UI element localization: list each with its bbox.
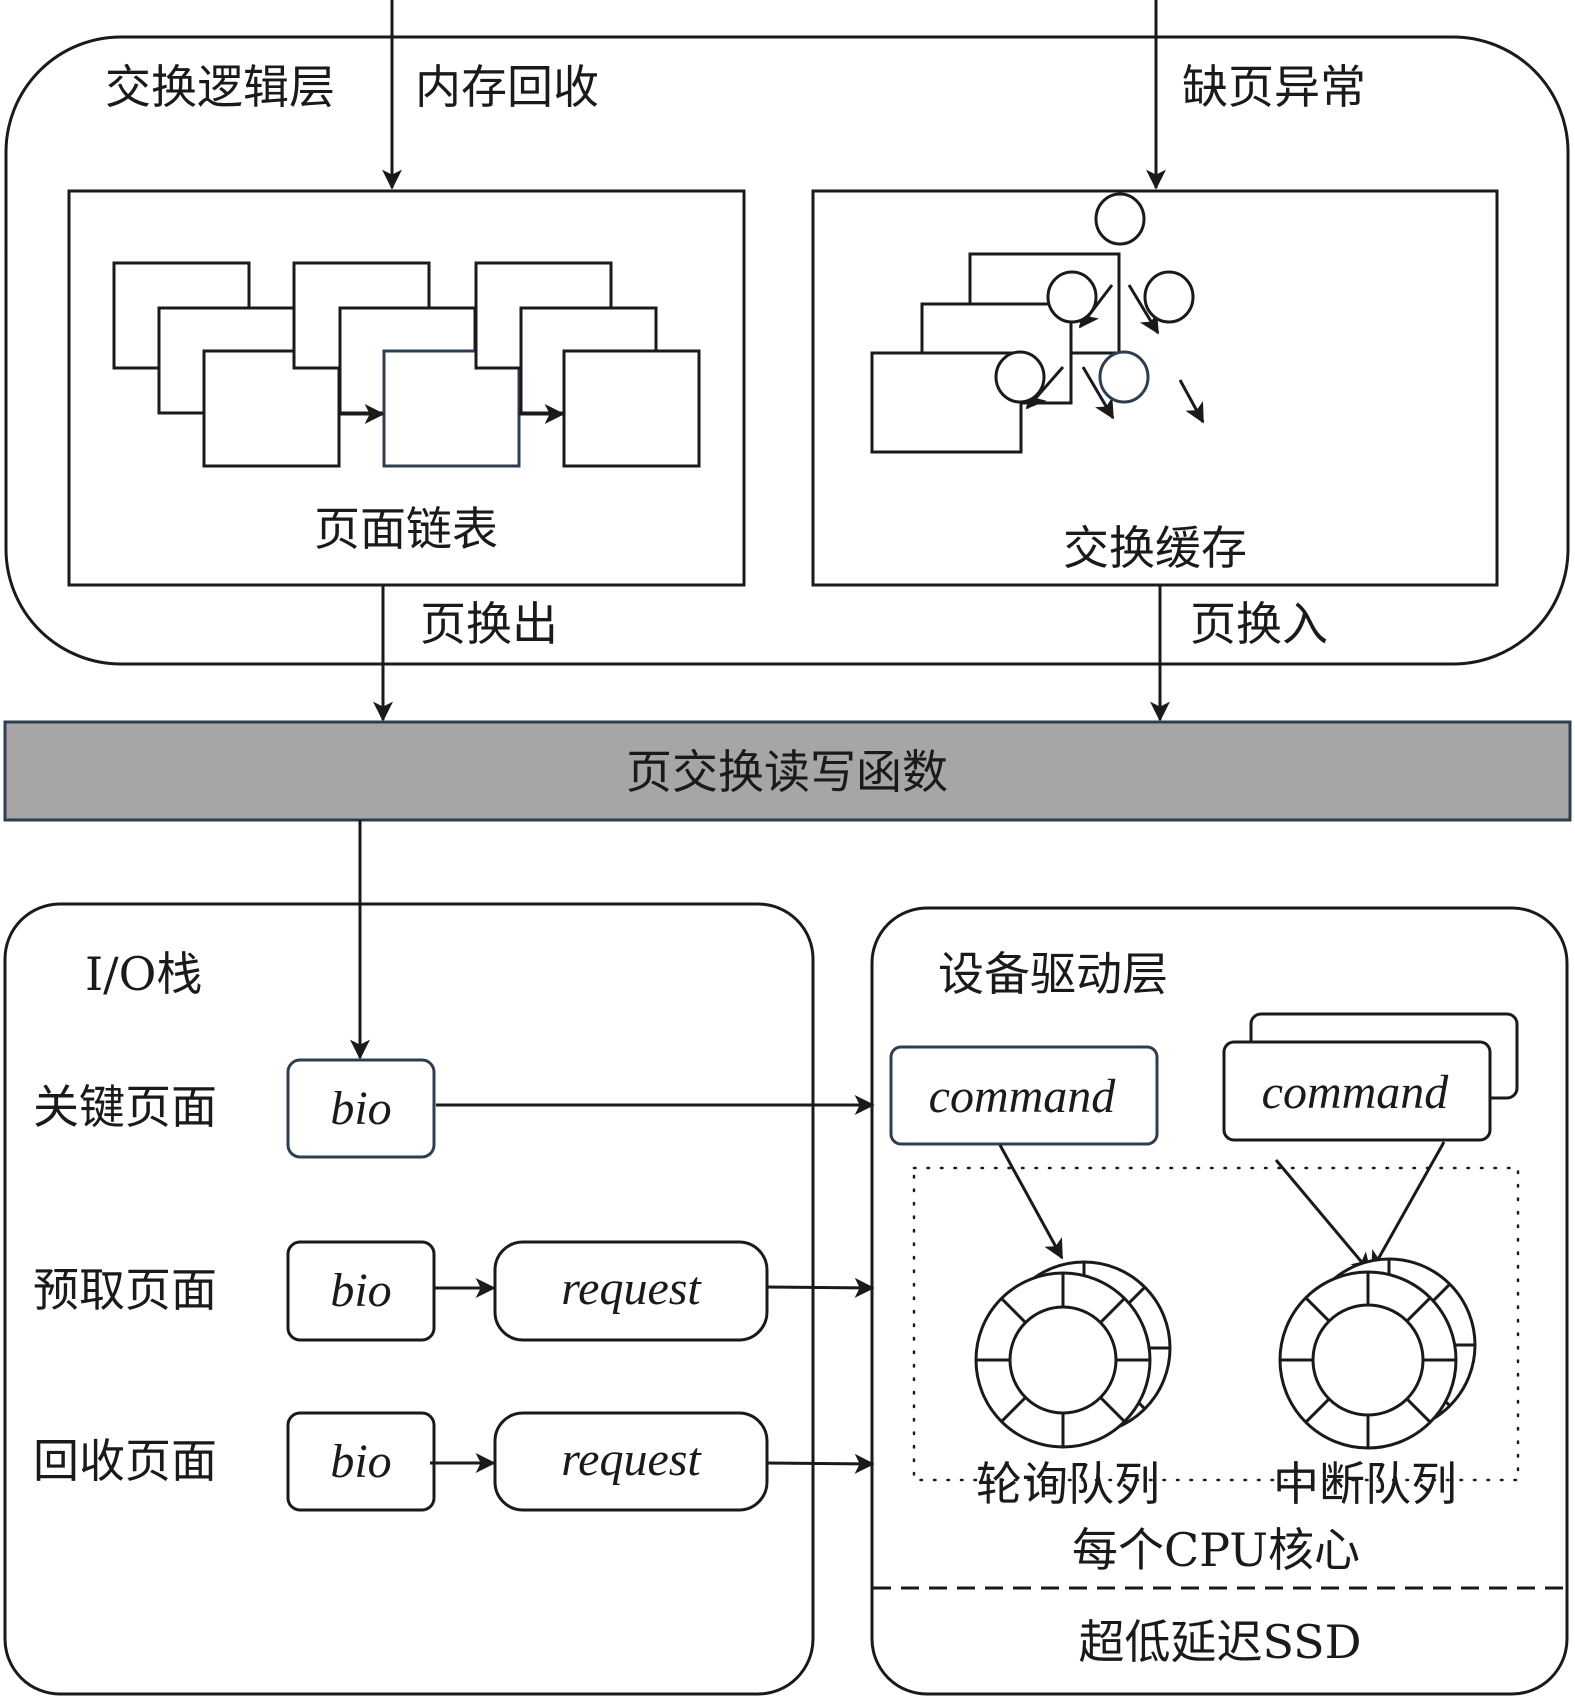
ring-slot-divider [1304, 1397, 1331, 1424]
page-in-label: 页换入 [1190, 597, 1328, 651]
page-list-label: 页面链表 [314, 502, 498, 556]
page-out-label: 页换出 [420, 597, 558, 651]
ring-slot-divider [1000, 1396, 1027, 1423]
bio-label: bio [330, 1264, 391, 1317]
bio-label: bio [330, 1435, 391, 1488]
io-row-critical: 关键页面 bio [33, 1058, 875, 1159]
command-box-interrupt [1222, 1040, 1492, 1142]
per-cpu-core-label-bg [1060, 1527, 1372, 1583]
command-label: command [1262, 1066, 1450, 1119]
ring-slot-divider [1000, 1297, 1027, 1324]
prefetch-pages-label: 预取页面 [33, 1263, 217, 1317]
command-box-polling [889, 1045, 1159, 1146]
per-cpu-core-label: 每个CPU核心 [1072, 1523, 1360, 1577]
tree-node [1143, 270, 1195, 324]
io-row-prefetch: 预取页面 bio request [33, 1240, 875, 1342]
critical-pages-label: 关键页面 [33, 1080, 217, 1134]
io-stack: I/O栈 关键页面 bio 预取页面 bio request 回收页面 bio … [3, 902, 875, 1696]
swap-rw-functions-bar: 页交换读写函数 [3, 720, 1572, 822]
device-driver-layer: 设备驱动层 command command 轮询队列 中断队列 每个CPU核心 … [870, 906, 1569, 1696]
prefetch-to-driver-arrow [766, 1277, 875, 1298]
page-list-box: 页面链表 [67, 189, 746, 587]
polling-queue-label: 轮询队列 [976, 1457, 1160, 1511]
request-label: request [561, 1433, 702, 1486]
swap-logic-layer: 交换逻辑层 内存回收 缺页异常 页面链表 [4, 0, 1570, 722]
bio-box [286, 1058, 436, 1159]
device-driver-frame [870, 906, 1569, 1696]
bio-box [286, 1240, 436, 1342]
swap-logic-layer-title: 交换逻辑层 [105, 60, 335, 114]
swap-logic-layer-frame [4, 35, 1570, 666]
device-driver-title: 设备驱动层 [938, 947, 1168, 1001]
page-icon [562, 349, 701, 468]
swap-rw-functions-rect [3, 720, 1572, 822]
request-box [493, 1411, 769, 1512]
page-icon [202, 349, 341, 468]
ring-slot-divider [1405, 1296, 1432, 1323]
per-cpu-core-region [912, 1166, 1520, 1482]
page-icon [382, 349, 521, 468]
ssd-label: 超低延迟SSD [1078, 1615, 1361, 1669]
command-label: command [929, 1070, 1117, 1123]
io-stack-frame [3, 902, 815, 1696]
ring-slot-divider [1405, 1397, 1432, 1424]
swap-rw-functions-label: 页交换读写函数 [626, 745, 948, 799]
page-fault-label: 缺页异常 [1182, 60, 1366, 114]
request-label: request [561, 1262, 702, 1315]
page-list-frame [67, 189, 746, 587]
swap-cache-box: 交换缓存 [811, 189, 1499, 587]
polling-queue-ring-icon [974, 1260, 1172, 1449]
swap-cache-label: 交换缓存 [1063, 521, 1247, 575]
ring-slot-divider [1304, 1296, 1331, 1323]
ring-slot-divider [1099, 1396, 1126, 1423]
io-row-reclaim: 回收页面 bio request [33, 1411, 875, 1512]
request-box [493, 1240, 769, 1342]
interrupt-queue-label: 中断队列 [1273, 1457, 1457, 1511]
command-to-polling-arrow [998, 1144, 1064, 1260]
tree-node [994, 350, 1046, 404]
tree-node [1098, 350, 1150, 404]
command-to-interrupt-arrow [1274, 1159, 1372, 1274]
interrupt-queue-ring-icon [1278, 1257, 1477, 1450]
command-to-interrupt-arrow [1370, 1141, 1446, 1272]
memory-reclaim-label: 内存回收 [415, 60, 599, 114]
ring-slot-divider [1099, 1297, 1126, 1324]
ring-inner [1008, 1305, 1118, 1415]
bio-label: bio [330, 1082, 391, 1135]
reclaim-to-driver-arrow [766, 1453, 875, 1474]
tree-icon [994, 192, 1205, 424]
ring-inner [1311, 1303, 1425, 1417]
io-stack-title: I/O栈 [85, 947, 202, 1001]
reclaim-pages-label: 回收页面 [33, 1434, 217, 1488]
tree-node [1046, 270, 1098, 324]
swap-cache-frame [811, 189, 1499, 587]
tree-node [1094, 192, 1146, 246]
